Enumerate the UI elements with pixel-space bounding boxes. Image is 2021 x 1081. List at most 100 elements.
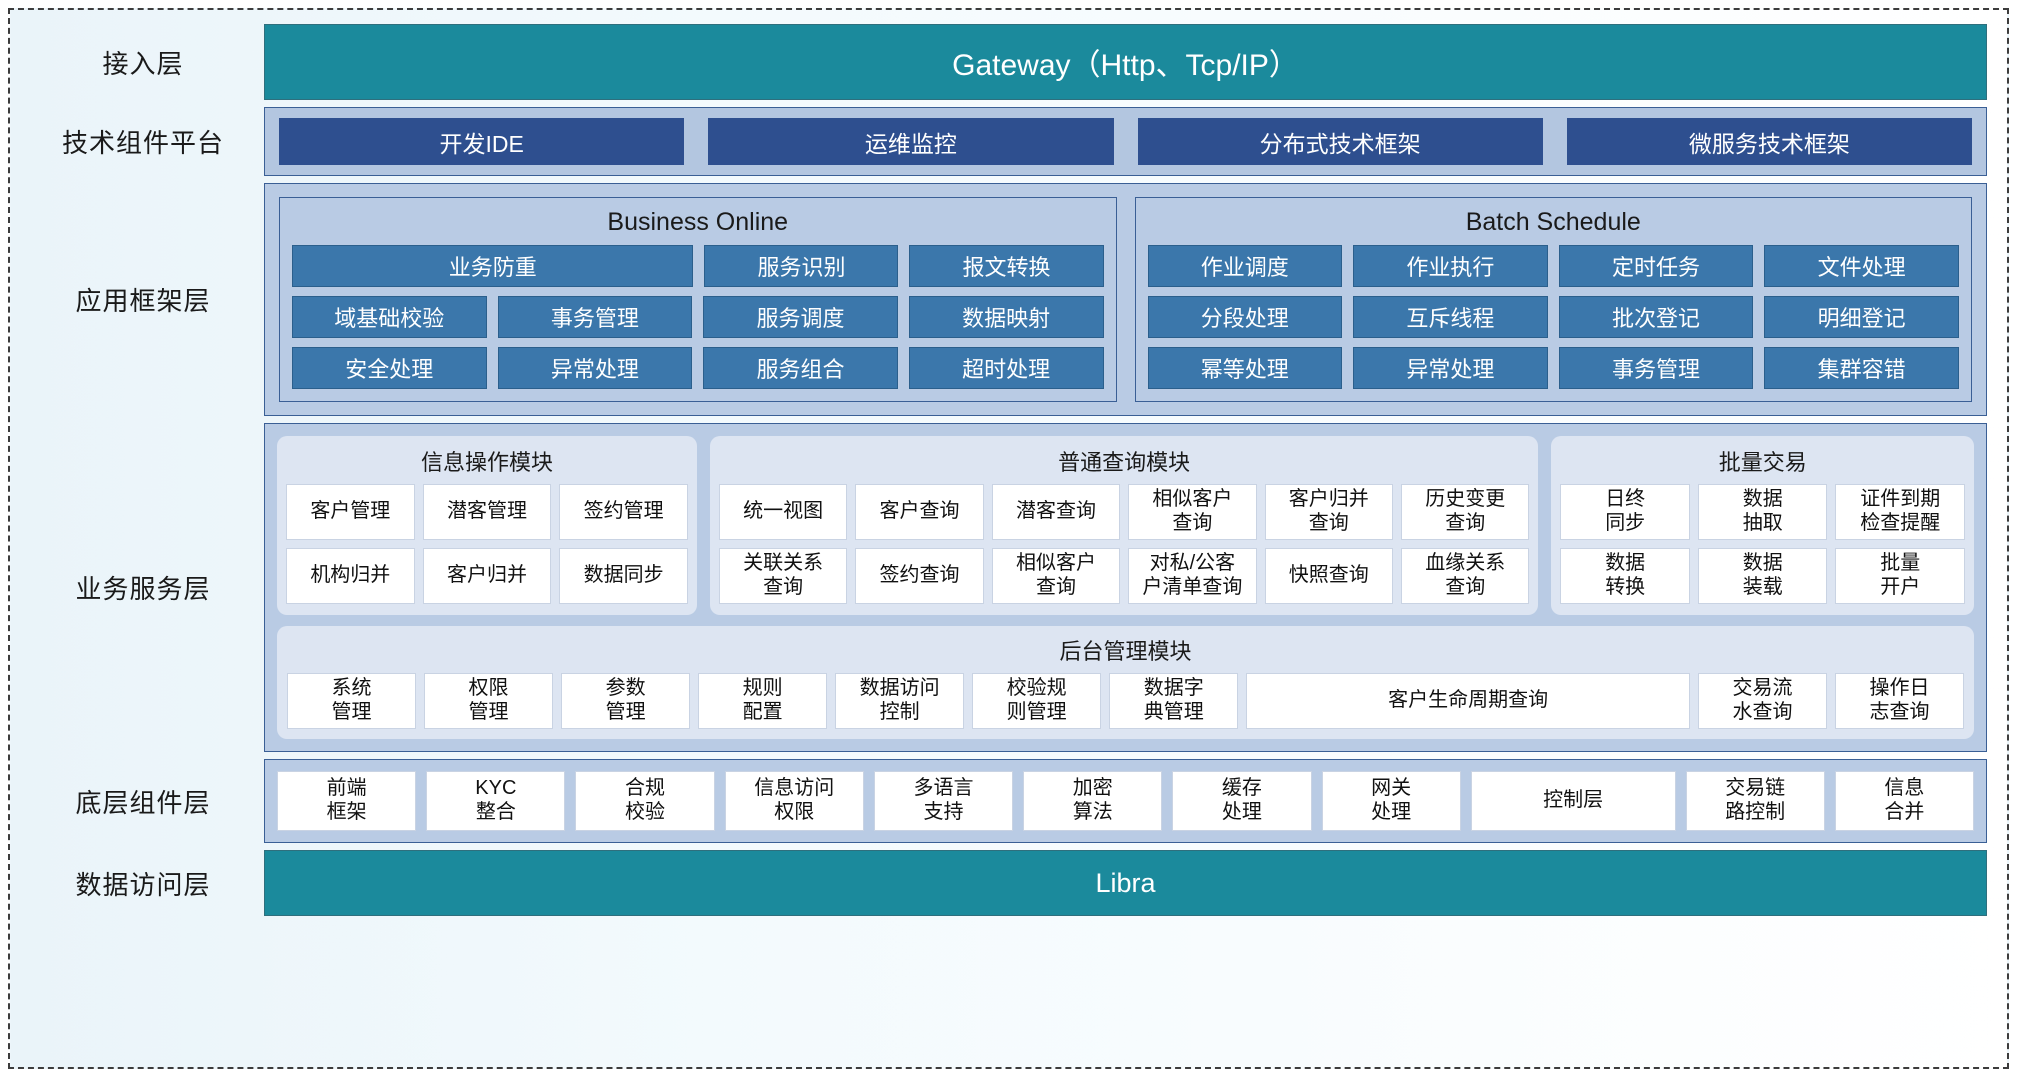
app-framework-row: 作业调度作业执行定时任务文件处理 (1147, 245, 1959, 287)
app-framework-row: 幂等处理异常处理事务管理集群容错 (1147, 347, 1959, 389)
business-module-cell[interactable]: 客户管理 (286, 484, 415, 540)
bottom-component-cell[interactable]: 前端 框架 (277, 771, 417, 831)
app-framework-row: 业务防重服务识别报文转换 (292, 245, 1104, 287)
business-module-cell[interactable]: 历史变更 查询 (1401, 484, 1530, 540)
backend-management-cell[interactable]: 参数 管理 (561, 673, 691, 729)
business-module-cell[interactable]: 证件到期 检查提醒 (1835, 484, 1966, 540)
business-module-cell[interactable]: 批量 开户 (1835, 548, 1966, 604)
app-framework-chip[interactable]: 异常处理 (1353, 347, 1548, 389)
app-framework-chip[interactable]: 数据映射 (908, 296, 1104, 338)
business-module-card-3: 批量交易日终 同步数据 抽取证件到期 检查提醒数据 转换数据 装载批量 开户 (1551, 436, 1974, 615)
app-framework-chip[interactable]: 域基础校验 (292, 296, 487, 338)
bottom-component-cell[interactable]: 多语言 支持 (873, 771, 1014, 831)
backend-management-cell[interactable]: 系统 管理 (287, 673, 417, 729)
app-framework-chip[interactable]: 文件处理 (1764, 245, 1959, 287)
business-module-cell[interactable]: 关联关系 查询 (718, 548, 848, 604)
business-module-cell[interactable]: 客户归并 (422, 548, 552, 604)
business-module-cell[interactable]: 潜客管理 (422, 484, 552, 540)
backend-management-cell[interactable]: 规则 配置 (698, 673, 828, 729)
app-framework-chip[interactable]: 互斥线程 (1353, 296, 1548, 338)
tech-chip-1[interactable]: 开发IDE (279, 118, 685, 165)
business-module-cell[interactable]: 数据同步 (559, 548, 688, 604)
business-module-cell[interactable]: 快照查询 (1264, 548, 1394, 604)
business-module-rows: 日终 同步数据 抽取证件到期 检查提醒数据 转换数据 装载批量 开户 (1560, 484, 1966, 604)
app-framework-chip[interactable]: 事务管理 (1558, 347, 1754, 389)
business-module-row: 数据 转换数据 装载批量 开户 (1560, 548, 1966, 604)
business-module-row: 关联关系 查询签约查询相似客户 查询对私/公客 户清单查询快照查询血缘关系 查询 (718, 548, 1530, 604)
app-framework-chip[interactable]: 作业执行 (1353, 245, 1548, 287)
backend-management-card: 后台管理模块 系统 管理权限 管理参数 管理规则 配置数据访问 控制校验规 则管… (277, 626, 1974, 739)
app-framework-chip[interactable]: 服务识别 (704, 245, 899, 287)
layer-body-access: Gateway（Http、Tcp/IP） (264, 24, 1987, 100)
business-module-card-1: 信息操作模块客户管理潜客管理签约管理机构归并客户归并数据同步 (277, 436, 697, 615)
backend-management-cell[interactable]: 客户生命周期查询 (1246, 673, 1690, 729)
tech-chip-2[interactable]: 运维监控 (708, 118, 1114, 165)
business-module-cell[interactable]: 数据 抽取 (1697, 484, 1828, 540)
bottom-component-cell[interactable]: 交易链 路控制 (1685, 771, 1825, 831)
bottom-component-cell[interactable]: 信息访问 权限 (724, 771, 864, 831)
libra-bar[interactable]: Libra (264, 850, 1987, 916)
backend-management-cell[interactable]: 操作日 志查询 (1834, 673, 1964, 729)
tech-chip-4[interactable]: 微服务技术框架 (1566, 118, 1972, 165)
business-module-cell[interactable]: 日终 同步 (1560, 484, 1690, 540)
layer-label-bottom-component: 底层组件层 (75, 787, 211, 818)
app-framework-chip[interactable]: 服务调度 (703, 296, 898, 338)
backend-management-cell[interactable]: 数据字 典管理 (1109, 673, 1239, 729)
bottom-component-cell[interactable]: 信息 合并 (1834, 771, 1975, 831)
business-module-cell[interactable]: 机构归并 (286, 548, 415, 604)
bottom-component-cell[interactable]: 缓存 处理 (1172, 771, 1312, 831)
layer-label-app-framework: 应用框架层 (75, 286, 211, 316)
app-framework-row: 分段处理互斥线程批次登记明细登记 (1147, 296, 1959, 338)
app-framework-chip[interactable]: 定时任务 (1558, 245, 1754, 287)
app-framework-chip[interactable]: 集群容错 (1764, 347, 1959, 389)
bottom-component-cell[interactable]: 加密 算法 (1023, 771, 1163, 831)
app-framework-chip[interactable]: 明细登记 (1764, 296, 1959, 338)
backend-management-cell[interactable]: 校验规 则管理 (972, 673, 1102, 729)
layer-label-data-access: 数据访问层 (75, 869, 211, 900)
app-framework-chip[interactable]: 幂等处理 (1147, 347, 1343, 389)
bottom-component-cell[interactable]: 网关 处理 (1321, 771, 1461, 831)
app-framework-chip[interactable]: 分段处理 (1147, 296, 1343, 338)
backend-management-cell[interactable]: 交易流 水查询 (1697, 673, 1827, 729)
backend-management-cell[interactable]: 权限 管理 (424, 673, 554, 729)
tech-chip-3[interactable]: 分布式技术框架 (1137, 118, 1543, 165)
app-framework-chip[interactable]: 服务组合 (703, 347, 898, 389)
app-framework-row: 安全处理异常处理服务组合超时处理 (292, 347, 1104, 389)
app-framework-chip[interactable]: 业务防重 (292, 245, 694, 287)
business-service-top-cards: 信息操作模块客户管理潜客管理签约管理机构归并客户归并数据同步普通查询模块统一视图… (277, 436, 1974, 615)
business-module-cell[interactable]: 相似客户 查询 (1128, 484, 1257, 540)
app-framework-chip[interactable]: 异常处理 (497, 347, 693, 389)
business-module-title: 批量交易 (1718, 450, 1807, 475)
business-module-cell[interactable]: 潜客查询 (991, 484, 1121, 540)
business-module-cell[interactable]: 签约管理 (559, 484, 688, 540)
business-module-row: 客户管理潜客管理签约管理 (286, 484, 688, 540)
layer-label-access: 接入层 (102, 48, 184, 79)
business-module-cell[interactable]: 相似客户 查询 (991, 548, 1121, 604)
gateway-bar[interactable]: Gateway（Http、Tcp/IP） (264, 24, 1987, 100)
business-module-cell[interactable]: 客户归并 查询 (1264, 484, 1394, 540)
layer-body-data-access: Libra (264, 850, 1987, 916)
business-module-cell[interactable]: 客户查询 (855, 484, 984, 540)
business-module-cell[interactable]: 对私/公客 户清单查询 (1128, 548, 1257, 604)
app-framework-chip[interactable]: 安全处理 (292, 347, 487, 389)
bottom-component-cell[interactable]: 合规 校验 (575, 771, 715, 831)
bottom-component-cell[interactable]: KYC 整合 (426, 771, 566, 831)
backend-management-cell[interactable]: 数据访问 控制 (835, 673, 965, 729)
business-module-cell[interactable]: 统一视图 (718, 484, 848, 540)
business-module-cell[interactable]: 数据 转换 (1560, 548, 1690, 604)
app-framework-chip[interactable]: 超时处理 (908, 347, 1104, 389)
app-framework-chip[interactable]: 报文转换 (909, 245, 1104, 287)
layer-body-tech-platform: 开发IDE 运维监控分布式技术框架微服务技术框架 (264, 107, 1987, 176)
app-framework-chip[interactable]: 批次登记 (1558, 296, 1754, 338)
app-framework-chip[interactable]: 作业调度 (1147, 245, 1343, 287)
business-module-cell[interactable]: 血缘关系 查询 (1401, 548, 1530, 604)
app-framework-chip[interactable]: 事务管理 (497, 296, 693, 338)
bottom-component-cell[interactable]: 控制层 (1470, 771, 1676, 831)
business-module-cell[interactable]: 签约查询 (855, 548, 984, 604)
business-module-cell[interactable]: 数据 装载 (1697, 548, 1828, 604)
